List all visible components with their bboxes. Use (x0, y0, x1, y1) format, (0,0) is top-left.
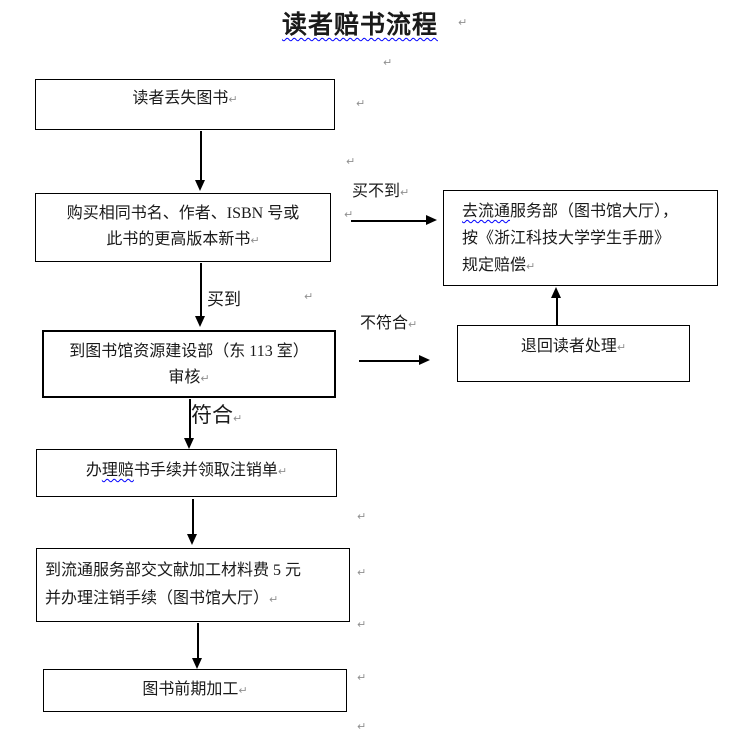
flow-box-buy-replacement[interactable]: 购买相同书名、作者、ISBN 号或 此书的更高版本新书↵ (35, 193, 331, 262)
box-text: 办 (85, 462, 102, 479)
paragraph-mark-icon: ↵ (400, 186, 410, 199)
paragraph-mark-icon: ↵ (200, 372, 210, 385)
misspell-squiggle-text: 去流通 (462, 203, 511, 220)
flow-box-compensation-procedure[interactable]: 办理赔书手续并领取注销单↵ (36, 449, 337, 497)
paragraph-mark-icon: ↵ (526, 260, 536, 273)
paragraph-mark-icon: ↵ (357, 720, 367, 733)
box-text: 书手续并领取注销单 (133, 462, 278, 479)
page-title-row: 读者赔书流程 (0, 5, 720, 41)
arrow-cannot-buy-line[interactable] (351, 220, 426, 222)
box-text-line2: 按《浙江科技大学学生手册》 (462, 230, 671, 247)
arrow-lost-to-buy-line[interactable] (200, 131, 202, 180)
misspell-squiggle-text: 理赔 (101, 462, 134, 479)
paragraph-mark-icon: ↵ (233, 412, 243, 425)
flow-box-resource-dept-review[interactable]: 到图书馆资源建设部（东 113 室） 审核↵ (42, 330, 336, 398)
edge-label-text: 不符合 (360, 315, 409, 332)
arrow-down-icon (184, 438, 194, 449)
flow-box-pay-processing-fee[interactable]: 到流通服务部交文献加工材料费 5 元 并办理注销手续（图书馆大厅）↵ (36, 548, 350, 622)
arrow-pay-to-preprocess-line[interactable] (197, 623, 199, 658)
box-text-line3: 规定赔偿↵ (462, 252, 713, 280)
paragraph-mark-icon: ↵ (277, 465, 288, 478)
arrow-down-icon (195, 316, 205, 327)
flow-box-circulation-dept[interactable]: 去流通服务部（图书馆大厅）， 按《浙江科技大学学生手册》 规定赔偿↵ (443, 190, 718, 286)
paragraph-mark-icon: ↵ (356, 97, 366, 110)
paragraph-mark-icon: ↵ (250, 234, 260, 247)
arrow-up-icon (551, 287, 561, 298)
box-text-line2: 审核↵ (44, 365, 334, 392)
edge-label-text: 买不到 (352, 183, 401, 200)
paragraph-mark-icon: ↵ (357, 510, 367, 523)
box-text: 图书前期加工 (142, 681, 239, 698)
arrow-down-icon (192, 658, 202, 669)
arrow-right-icon (426, 215, 437, 225)
arrow-return-to-circulation-line[interactable] (556, 298, 558, 325)
flow-box-book-preprocessing[interactable]: 图书前期加工↵ (43, 669, 347, 712)
arrow-review-to-procedure-line[interactable] (189, 399, 191, 438)
arrow-buy-to-review-line[interactable] (200, 263, 202, 316)
paragraph-mark-icon: ↵ (616, 341, 627, 354)
page-title: 读者赔书流程 (281, 12, 438, 39)
box-text-line2: 并办理注销手续（图书馆大厅）↵ (45, 585, 347, 614)
edge-label-text: 买到 (207, 290, 241, 309)
arrow-down-icon (195, 180, 205, 191)
edge-label-conform: 符合↵ (191, 399, 242, 429)
flow-box-reader-lost-book[interactable]: 读者丢失图书↵ (35, 79, 335, 130)
box-text: 审核 (168, 369, 201, 386)
box-text-line1: 去流通服务部（图书馆大厅）， (462, 198, 713, 225)
paragraph-mark-icon: ↵ (357, 671, 367, 684)
paragraph-mark-icon: ↵ (228, 93, 238, 106)
paragraph-mark-icon: ↵ (357, 566, 367, 579)
box-text: 服务部（图书馆大厅）， (510, 203, 679, 220)
edge-label-cannot-buy: 买不到↵ (352, 177, 409, 201)
box-text-line1: 到图书馆资源建设部（东 113 室） (69, 343, 309, 360)
box-text: 并办理注销手续（图书馆大厅） (45, 590, 270, 607)
box-text-line2: 此书的更高版本新书↵ (36, 227, 330, 254)
paragraph-mark-icon: ↵ (346, 155, 356, 168)
paragraph-mark-icon: ↵ (458, 16, 468, 29)
box-text: 读者丢失图书 (132, 90, 229, 107)
box-text: 规定赔偿 (462, 257, 527, 274)
paragraph-mark-icon: ↵ (304, 290, 314, 303)
paragraph-mark-icon: ↵ (238, 684, 248, 697)
arrow-down-icon (187, 534, 197, 545)
edge-label-not-conform: 不符合↵ (360, 309, 417, 333)
box-text: 退回读者处理 (520, 338, 617, 355)
paragraph-mark-icon: ↵ (383, 56, 393, 69)
box-text-line1: 购买相同书名、作者、ISBN 号或 (66, 205, 300, 222)
box-text: 此书的更高版本新书 (106, 231, 251, 248)
paragraph-mark-icon: ↵ (408, 318, 418, 331)
edge-label-bought: 买到 (207, 285, 241, 310)
flow-box-return-to-reader[interactable]: 退回读者处理↵ (457, 325, 690, 382)
paragraph-mark-icon: ↵ (344, 208, 354, 221)
arrow-not-conform-line[interactable] (359, 360, 419, 362)
paragraph-mark-icon: ↵ (357, 618, 367, 631)
arrow-right-icon (419, 355, 430, 365)
arrow-procedure-to-pay-line[interactable] (192, 499, 194, 534)
box-text-line1: 到流通服务部交文献加工材料费 5 元 (45, 562, 302, 579)
paragraph-mark-icon: ↵ (269, 593, 279, 606)
edge-label-text: 符合 (191, 403, 233, 427)
